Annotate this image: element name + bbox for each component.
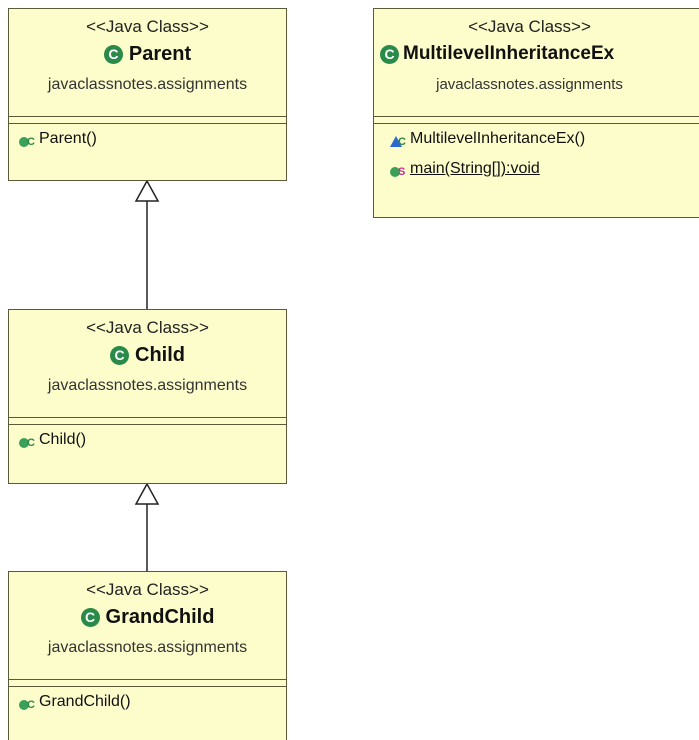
constructor-icon: C <box>19 432 37 449</box>
child-to-parent-arrowhead <box>134 179 160 202</box>
member-signature: MultilevelInheritanceEx() <box>410 130 586 147</box>
class-name: GrandChild <box>105 606 215 628</box>
class-box-grandchild[interactable]: <<Java Class>> C GrandChild javaclassnot… <box>8 571 287 740</box>
operations-divider <box>9 123 286 124</box>
class-header: <<Java Class>> C GrandChild javaclassnot… <box>9 572 286 679</box>
attributes-divider <box>9 417 286 418</box>
attributes-divider <box>9 679 286 680</box>
package-label: javaclassnotes.assignments <box>436 76 623 93</box>
class-icon: C <box>103 44 123 64</box>
static-method-icon: S <box>390 161 408 178</box>
stereotype-label: <<Java Class>> <box>86 580 209 599</box>
stereotype-label: <<Java Class>> <box>86 318 209 337</box>
member-signature: GrandChild() <box>39 693 131 710</box>
stereotype-label: <<Java Class>> <box>468 17 591 36</box>
package-label: javaclassnotes.assignments <box>47 76 248 93</box>
member-signature: Child() <box>39 431 87 448</box>
attributes-divider <box>9 116 286 117</box>
class-header: <<Java Class>> C MultilevelInheritanceEx… <box>374 9 699 116</box>
operations-divider <box>374 123 699 124</box>
member-signature: main(String[]):void <box>410 160 540 177</box>
member-constructor[interactable]: C MultilevelInheritanceEx() <box>374 124 699 154</box>
class-name: MultilevelInheritanceEx <box>403 43 615 64</box>
attributes-divider <box>374 116 699 117</box>
package-label: javaclassnotes.assignments <box>47 377 248 394</box>
member-constructor[interactable]: C Parent() <box>9 124 286 154</box>
member-static-method[interactable]: S main(String[]):void <box>374 154 699 184</box>
member-constructor[interactable]: C GrandChild() <box>9 687 286 717</box>
grandchild-to-child-arrowhead <box>134 482 160 505</box>
class-icon: C <box>80 607 100 627</box>
class-icon: C <box>380 44 399 64</box>
member-signature: Parent() <box>39 130 97 147</box>
stereotype-label: <<Java Class>> <box>86 17 209 36</box>
member-constructor[interactable]: C Child() <box>9 425 286 455</box>
package-constructor-icon: C <box>390 131 408 148</box>
class-box-parent[interactable]: <<Java Class>> C Parent javaclassnotes.a… <box>8 8 287 181</box>
package-label: javaclassnotes.assignments <box>47 639 248 656</box>
operations-divider <box>9 686 286 687</box>
class-box-child[interactable]: <<Java Class>> C Child javaclassnotes.as… <box>8 309 287 484</box>
operations-divider <box>9 424 286 425</box>
class-name-row: C Parent <box>9 39 286 69</box>
constructor-icon: C <box>19 131 37 148</box>
class-box-multilevel-inheritance-ex[interactable]: <<Java Class>> C MultilevelInheritanceEx… <box>373 8 699 218</box>
class-icon: C <box>110 345 129 365</box>
class-name: Child <box>135 344 185 366</box>
class-name-row: C Child <box>9 340 286 370</box>
class-header: <<Java Class>> C Child javaclassnotes.as… <box>9 310 286 417</box>
class-name-row: C GrandChild <box>9 602 286 632</box>
class-name: Parent <box>128 43 192 65</box>
constructor-icon: C <box>19 694 37 711</box>
class-header: <<Java Class>> C Parent javaclassnotes.a… <box>9 9 286 116</box>
class-name-row: C MultilevelInheritanceEx <box>380 39 699 69</box>
